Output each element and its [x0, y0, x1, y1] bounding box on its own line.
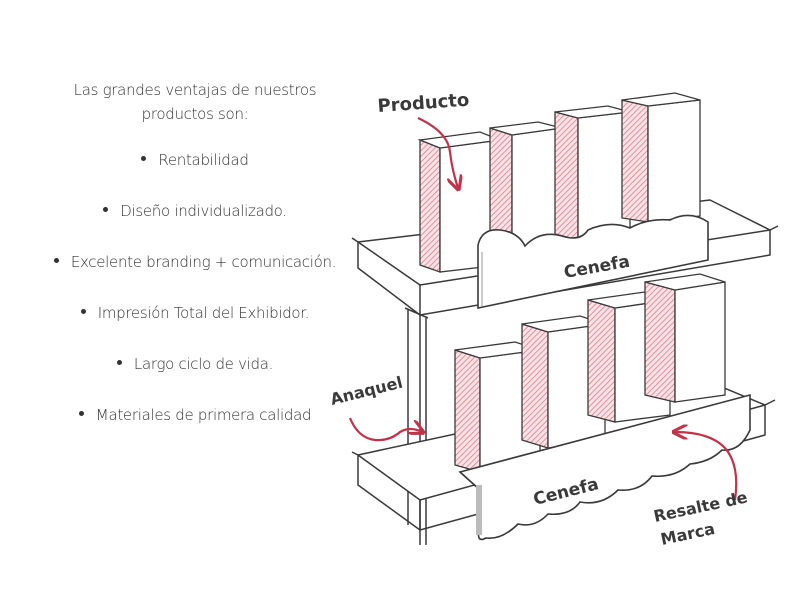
benefit-label: Rentabilidad — [158, 151, 249, 169]
top-cenefa: Cenefa — [477, 214, 709, 309]
intro-line-2: productos son: — [141, 105, 249, 123]
bullet-icon — [78, 411, 84, 416]
benefit-label: Largo ciclo de vida. — [133, 355, 274, 373]
benefit-label: Diseño individualizado. — [120, 202, 287, 220]
bullet-icon — [80, 309, 86, 314]
bottom-products — [454, 273, 726, 473]
intro-text: Las grandes ventajas de nuestros product… — [30, 78, 360, 126]
shelf-posts — [404, 307, 429, 545]
list-item: Impresión Total del Exhibidor. — [30, 303, 360, 354]
intro-line-1: Las grandes ventajas de nuestros — [73, 81, 317, 99]
resalte-label-line-1: Resalte de — [652, 487, 749, 525]
list-item: Largo ciclo de vida. — [30, 354, 360, 405]
benefits-panel: Las grandes ventajas de nuestros product… — [30, 78, 360, 456]
benefit-label: Excelente branding + comunicación. — [70, 253, 337, 271]
benefit-label: Impresión Total del Exhibidor. — [97, 304, 310, 322]
list-item: Diseño individualizado. — [30, 201, 360, 252]
bullet-icon — [103, 207, 109, 212]
anaquel-label: Anaquel — [330, 373, 405, 409]
list-item: Materiales de primera calidad — [30, 405, 360, 456]
list-item: Excelente branding + comunicación. — [30, 252, 360, 303]
list-item: Rentabilidad — [30, 150, 360, 201]
bullet-icon — [116, 360, 122, 365]
benefit-label: Materiales de primera calidad — [95, 406, 312, 424]
bullet-icon — [53, 258, 59, 263]
shelf-display-sketch: Cenefa Producto — [330, 90, 779, 549]
benefits-list: Rentabilidad Diseño individualizado. Exc… — [30, 150, 360, 456]
producto-label: Producto — [377, 90, 470, 117]
bullet-icon — [141, 156, 147, 161]
